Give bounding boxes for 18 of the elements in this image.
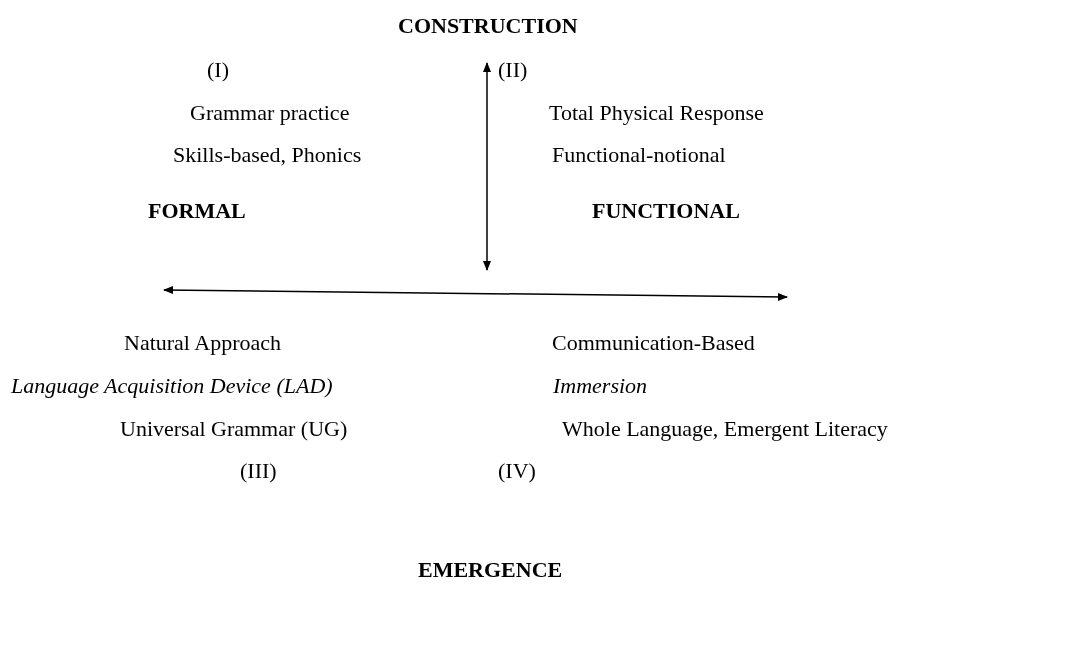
quadrant-number: (IV) <box>498 458 536 484</box>
quadrant-number: (III) <box>240 458 277 484</box>
quadrant-number: (II) <box>498 57 528 83</box>
method-text: Whole Language, Emergent Literacy <box>562 416 888 442</box>
axis-label: FUNCTIONAL <box>592 198 740 224</box>
method-text: Language Acquisition Device (LAD) <box>11 373 333 399</box>
method-text: Natural Approach <box>124 330 281 356</box>
method-text: Grammar practice <box>190 100 350 126</box>
axis-label: FORMAL <box>148 198 246 224</box>
method-text: Immersion <box>553 373 648 399</box>
axis-label: CONSTRUCTION <box>398 13 578 39</box>
method-text: Universal Grammar (UG) <box>120 416 348 442</box>
method-text: Skills-based, Phonics <box>173 142 362 168</box>
method-text: Communication-Based <box>552 330 755 356</box>
method-text: Functional-notional <box>552 142 726 168</box>
quadrant-number: (I) <box>207 57 229 83</box>
method-text: Total Physical Response <box>549 100 764 126</box>
axis-label: EMERGENCE <box>418 557 563 583</box>
